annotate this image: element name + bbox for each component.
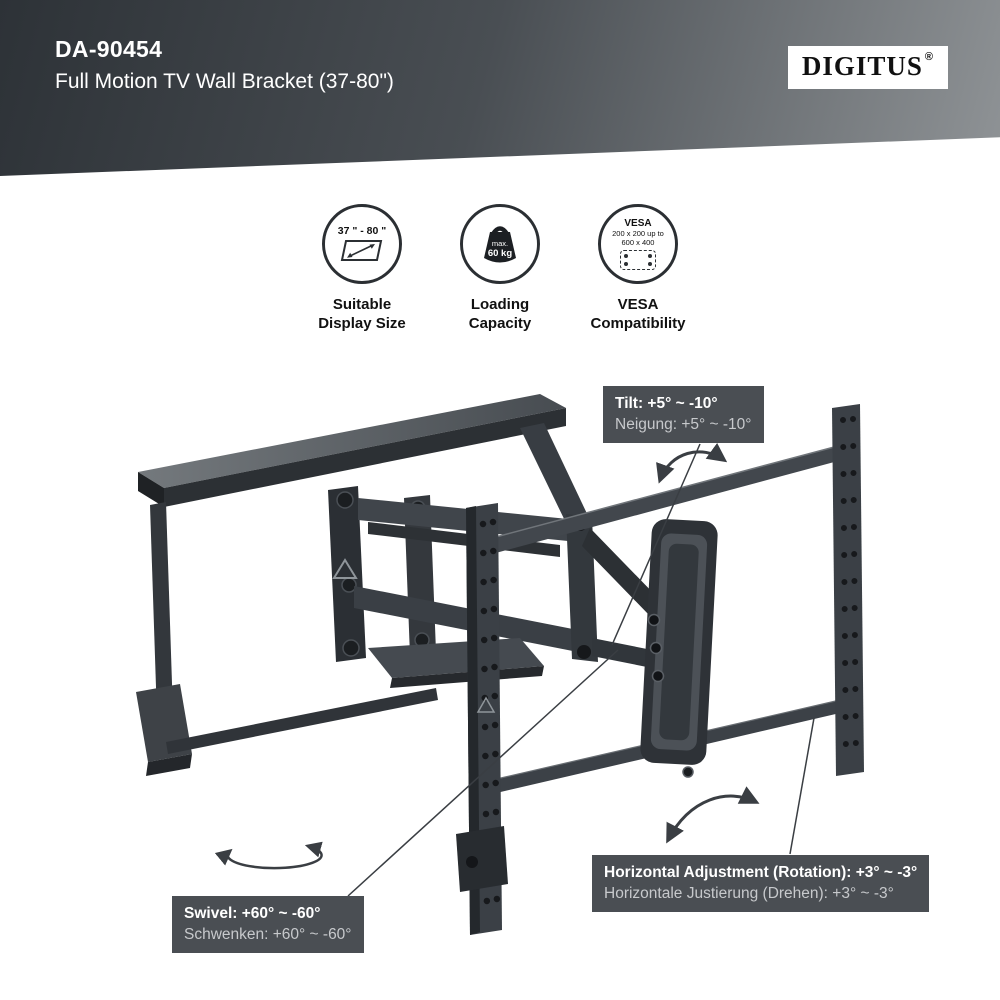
warning-triangle-icon-small (476, 696, 496, 713)
swivel-label-en: Swivel: +60° ~ -60° (184, 905, 321, 922)
weight-value-text: 60 kg (488, 248, 512, 259)
screen-diagonal-icon (340, 239, 383, 261)
feature-icons-row: 37 " - 80 " Suitable Display Size max. 6… (298, 204, 702, 334)
swivel-callout: Swivel: +60° ~ -60° Schwenken: +60° ~ -6… (172, 896, 364, 953)
vesa-range-text-1: 200 x 200 up to (612, 229, 664, 238)
tilt-callout: Tilt: +5° ~ -10° Neigung: +5° ~ -10° (603, 386, 764, 443)
digitus-logo: DIGITUS® (787, 46, 948, 89)
tilt-label-en: Tilt: +5° ~ -10° (615, 395, 718, 412)
feature-display-size: 37 " - 80 " Suitable Display Size (298, 204, 426, 334)
feature-label-vesa: VESA Compatibility (590, 296, 686, 332)
swivel-label-de: Schwenken: +60° ~ -60° (184, 926, 352, 944)
wall-plate (456, 404, 864, 935)
brand-name: DIGITUS (801, 51, 923, 81)
header-text-block: DA-90454 Full Motion TV Wall Bracket (37… (55, 36, 394, 94)
horizontal-label-en: Horizontal Adjustment (Rotation): +3° ~ … (604, 864, 918, 881)
feature-loading-capacity: max. 60 kg Loading Capacity (436, 204, 564, 334)
vesa-title-text: VESA (624, 218, 652, 229)
feature-label-display-size: Suitable Display Size (318, 296, 406, 332)
vesa-icon: VESA 200 x 200 up to 600 x 400 (598, 204, 678, 284)
center-mount-plate (640, 519, 718, 765)
product-model: DA-90454 (55, 36, 163, 62)
weight-max-text: max. (492, 239, 508, 248)
display-size-range-text: 37 " - 80 " (337, 224, 387, 237)
weight-icon: max. 60 kg (460, 204, 540, 284)
tilt-label-de: Neigung: +5° ~ -10° (615, 416, 752, 434)
tilt-arrow-icon (656, 442, 728, 484)
vesa-pattern-icon (620, 250, 656, 270)
horizontal-adjustment-callout: Horizontal Adjustment (Rotation): +3° ~ … (592, 855, 930, 912)
warning-triangle-icon (332, 558, 358, 579)
header-banner: DA-90454 Full Motion TV Wall Bracket (37… (0, 0, 1000, 176)
display-size-icon: 37 " - 80 " (322, 204, 402, 284)
product-title: Full Motion TV Wall Bracket (37-80") (55, 70, 394, 93)
feature-vesa-compatibility: VESA 200 x 200 up to 600 x 400 VESA Comp… (574, 204, 702, 334)
horizontal-pointer-line (789, 717, 815, 855)
annotation-arrows (214, 442, 815, 897)
feature-label-loading-capacity: Loading Capacity (468, 296, 532, 332)
swivel-pointer-line (347, 649, 619, 897)
horizontal-rotation-arrow-icon (666, 786, 760, 844)
kettlebell-icon: max. 60 kg (484, 226, 516, 263)
swivel-rotation-arrow-icon (214, 841, 323, 870)
tv-frame (136, 394, 566, 776)
horizontal-label-de: Horizontale Justierung (Drehen): +3° ~ -… (604, 885, 894, 903)
vesa-range-text-2: 600 x 400 (621, 238, 655, 247)
registered-trademark-icon: ® (924, 51, 934, 63)
